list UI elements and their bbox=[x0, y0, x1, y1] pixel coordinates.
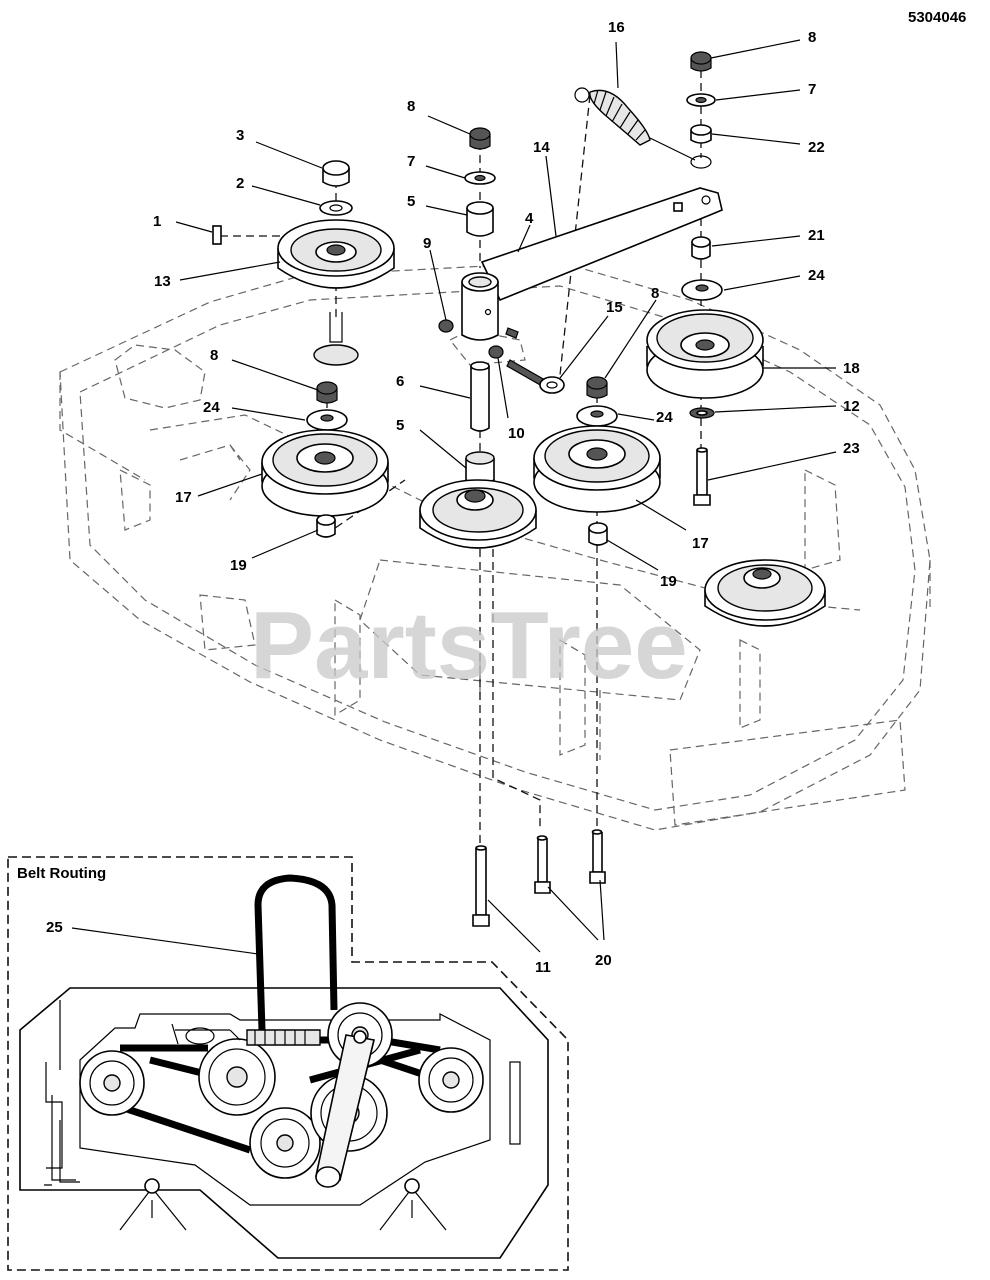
inset-pulley-center-left bbox=[198, 1038, 276, 1116]
inset-pulley-left bbox=[79, 1050, 145, 1116]
callout-5a: 5 bbox=[407, 193, 415, 210]
callout-19a: 19 bbox=[230, 557, 247, 574]
right-washer-24 bbox=[681, 279, 723, 301]
pulley-18 bbox=[646, 309, 764, 399]
callout-16: 16 bbox=[608, 19, 625, 36]
bushing-22 bbox=[690, 124, 712, 144]
right-idler-pulley-17 bbox=[533, 425, 661, 513]
center-deck-pulley bbox=[419, 479, 537, 549]
bushing-21 bbox=[691, 236, 711, 260]
washer-12 bbox=[689, 407, 715, 419]
callout-20: 20 bbox=[595, 952, 612, 969]
nut-9 bbox=[438, 319, 454, 333]
right-deck-pulley bbox=[704, 559, 826, 627]
callout-numbers: 5304046 1 2 3 13 8 7 5 4 14 16 9 6 10 5 … bbox=[153, 9, 966, 976]
callout-10: 10 bbox=[508, 425, 525, 442]
callout-17b: 17 bbox=[692, 535, 709, 552]
bushing-6 bbox=[470, 361, 490, 432]
center-washer-7 bbox=[464, 171, 496, 185]
callout-19b: 19 bbox=[660, 573, 677, 590]
spacer-5-lower bbox=[465, 451, 495, 485]
key bbox=[212, 225, 222, 245]
callout-23: 23 bbox=[843, 440, 860, 457]
center-nut-8 bbox=[469, 127, 491, 150]
left-idler-pulley-17 bbox=[261, 429, 389, 517]
bolt-23 bbox=[693, 447, 711, 506]
callout-12: 12 bbox=[843, 398, 860, 415]
eye-bolt bbox=[506, 359, 565, 394]
bolt-20b bbox=[589, 829, 606, 884]
right-idler-washer-24 bbox=[576, 405, 618, 427]
callout-24a: 24 bbox=[203, 399, 220, 416]
right-washer-7 bbox=[686, 93, 716, 107]
callout-8c: 8 bbox=[651, 285, 659, 302]
drawing-id: 5304046 bbox=[908, 9, 966, 26]
watermark: PartsTree bbox=[250, 592, 688, 699]
callout-1: 1 bbox=[153, 213, 161, 230]
callout-8a: 8 bbox=[407, 98, 415, 115]
right-idler-nut-8 bbox=[586, 376, 608, 399]
bolt-4 bbox=[505, 327, 519, 339]
callout-9: 9 bbox=[423, 235, 431, 252]
pulley-13 bbox=[277, 219, 395, 366]
callout-8d: 8 bbox=[808, 29, 816, 46]
left-spacer-19 bbox=[316, 514, 336, 538]
right-spacer-19 bbox=[588, 522, 608, 546]
callout-11: 11 bbox=[535, 959, 551, 976]
callout-6: 6 bbox=[396, 373, 404, 390]
leader-lines bbox=[175, 39, 837, 953]
inset-title: Belt Routing bbox=[17, 865, 106, 882]
callout-5b: 5 bbox=[396, 417, 404, 434]
callout-21: 21 bbox=[808, 227, 825, 244]
washer-2 bbox=[319, 200, 353, 216]
callout-7a: 7 bbox=[407, 153, 415, 170]
callout-24b: 24 bbox=[656, 409, 673, 426]
left-idler-nut-8 bbox=[316, 381, 338, 404]
callout-25: 25 bbox=[46, 919, 63, 936]
belt-routing-inset: Belt Routing 25 bbox=[7, 856, 569, 1271]
nut-10 bbox=[488, 345, 504, 359]
callout-14: 14 bbox=[533, 139, 550, 156]
callout-13: 13 bbox=[154, 273, 171, 290]
left-idler-washer-24 bbox=[306, 409, 348, 431]
bolt-20a bbox=[534, 835, 551, 894]
callout-7b: 7 bbox=[808, 81, 816, 98]
callout-3: 3 bbox=[236, 127, 244, 144]
idler-arm bbox=[461, 187, 723, 341]
callout-2: 2 bbox=[236, 175, 244, 192]
inset-pulley-right bbox=[418, 1047, 484, 1113]
center-spacer-5 bbox=[466, 201, 494, 237]
callout-4: 4 bbox=[525, 210, 534, 227]
callout-24c: 24 bbox=[808, 267, 825, 284]
callout-17a: 17 bbox=[175, 489, 192, 506]
spring bbox=[574, 87, 712, 169]
bolt-11 bbox=[472, 845, 490, 927]
callout-22: 22 bbox=[808, 139, 825, 156]
inset-pulley-bottom bbox=[249, 1107, 321, 1179]
right-nut-8 bbox=[690, 51, 712, 72]
callout-15: 15 bbox=[606, 299, 623, 316]
callout-18: 18 bbox=[843, 360, 860, 377]
callout-8b: 8 bbox=[210, 347, 218, 364]
nut-3 bbox=[322, 160, 350, 187]
